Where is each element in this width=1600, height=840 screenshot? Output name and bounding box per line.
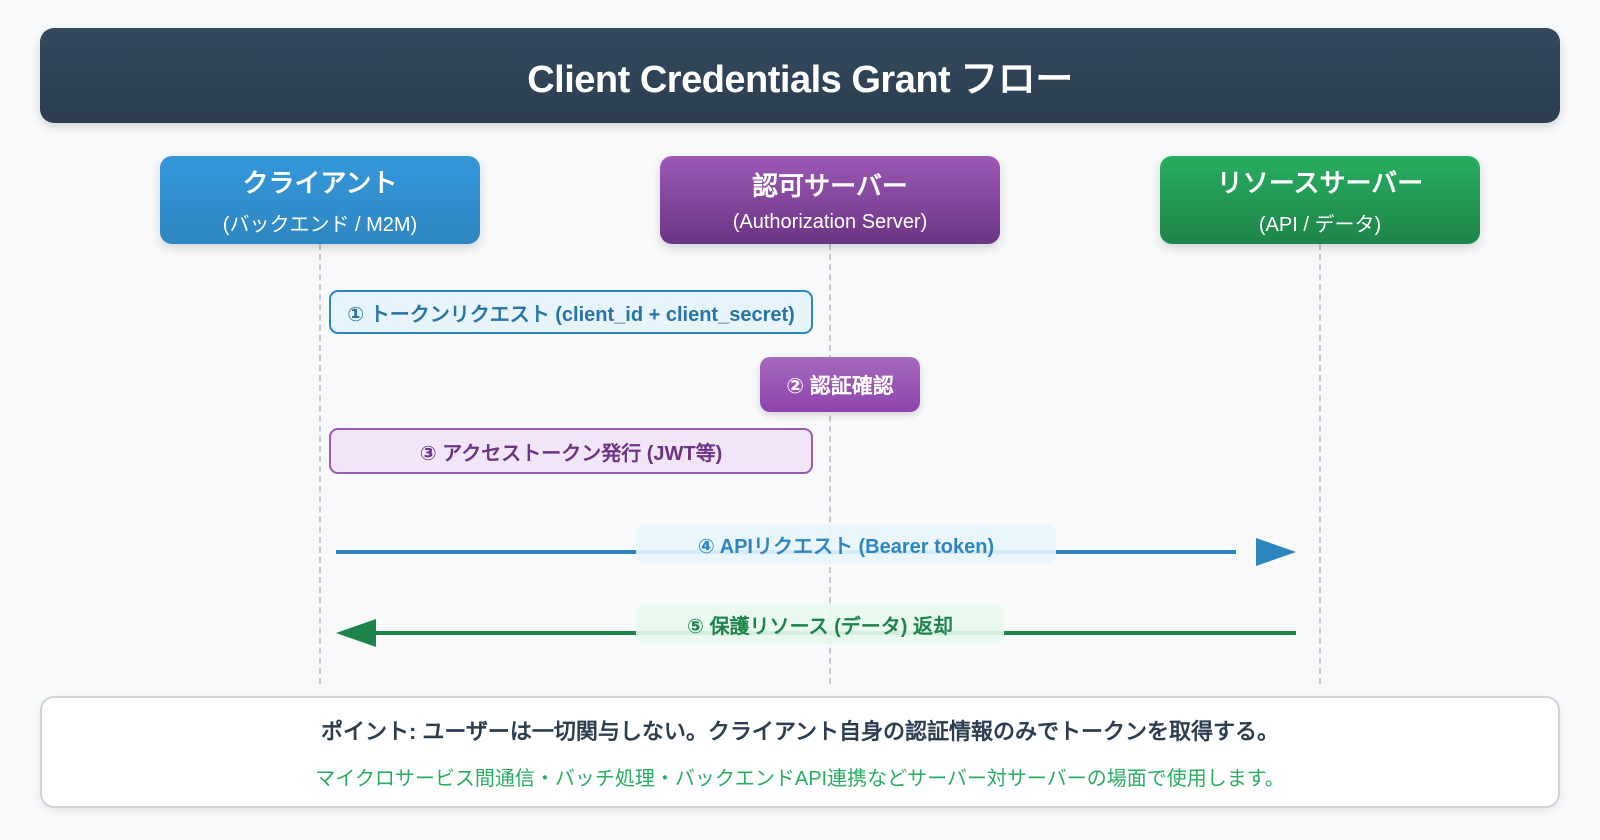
note-main-text: ポイント: ユーザーは一切関与しない。クライアント自身の認証情報のみでトークンを… — [320, 718, 1280, 744]
step-2-auth-verify: ② 認証確認 — [760, 357, 920, 412]
actor-name: 認可サーバー — [752, 171, 908, 201]
actor-client: クライアント (バックエンド / M2M) — [160, 156, 480, 244]
arrow-left-icon — [336, 619, 376, 647]
actor-subtitle: (API / データ) — [1258, 214, 1382, 236]
auth-server-lifeline — [829, 244, 831, 684]
actor-authorization-server: 認可サーバー (Authorization Server) — [660, 156, 1000, 244]
actor-subtitle: (バックエンド / M2M) — [222, 214, 418, 236]
note-detail-text: マイクロサービス間通信・バッチ処理・バックエンドAPI連携などサーバー対サーバー… — [315, 767, 1285, 790]
actor-name: クライアント — [242, 168, 398, 198]
actor-name: リソースサーバー — [1216, 168, 1424, 198]
arrow-right-icon — [1256, 538, 1296, 566]
resource-server-lifeline — [1319, 244, 1321, 684]
key-point-note: ポイント: ユーザーは一切関与しない。クライアント自身の認証情報のみでトークンを… — [40, 696, 1560, 808]
step-3-token-issue: ③ アクセストークン発行 (JWT等) — [329, 428, 813, 474]
client-lifeline — [319, 244, 321, 684]
step-5-resource-return: ⑤ 保護リソース (データ) 返却 — [636, 604, 1004, 644]
step-1-token-request: ① トークンリクエスト (client_id + client_secret) — [329, 290, 813, 334]
title-banner: Client Credentials Grant フロー — [40, 28, 1560, 123]
actor-subtitle: (Authorization Server) — [732, 211, 928, 233]
actor-resource-server: リソースサーバー (API / データ) — [1160, 156, 1480, 244]
diagram-title: Client Credentials Grant フロー — [527, 59, 1073, 101]
step-4-api-request: ④ APIリクエスト (Bearer token) — [636, 524, 1056, 564]
